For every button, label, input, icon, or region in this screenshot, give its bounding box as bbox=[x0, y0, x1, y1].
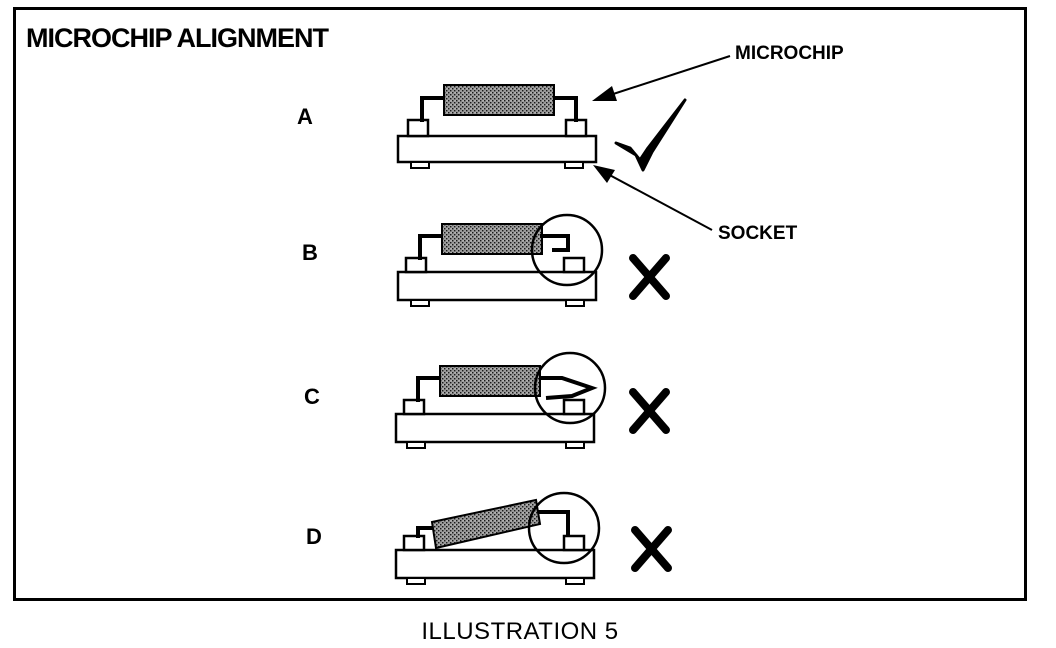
chip-pin bbox=[416, 376, 442, 402]
row-c-assembly bbox=[394, 351, 607, 449]
check-mark bbox=[614, 98, 687, 172]
row-label-c: C bbox=[304, 384, 320, 409]
detail-circle bbox=[527, 491, 601, 565]
microchip-label: MICROCHIP bbox=[735, 43, 844, 64]
socket-leader-arrow bbox=[593, 165, 713, 231]
socket-foot bbox=[565, 577, 585, 585]
socket-base bbox=[394, 412, 596, 444]
row-a-assembly bbox=[396, 84, 598, 169]
socket-contact bbox=[402, 398, 426, 416]
bent-pin bbox=[540, 234, 570, 252]
socket-foot bbox=[406, 577, 426, 585]
chip-pin bbox=[418, 234, 444, 260]
illustration-caption: ILLUSTRATION 5 bbox=[421, 618, 619, 645]
microchip-body bbox=[430, 498, 542, 550]
socket-contact bbox=[402, 534, 426, 552]
microchip-body bbox=[441, 223, 543, 255]
microchip-leader-arrow bbox=[592, 55, 731, 101]
socket-base bbox=[396, 134, 598, 164]
socket-foot bbox=[564, 161, 584, 169]
socket-contact bbox=[562, 398, 586, 416]
microchip-body bbox=[439, 365, 541, 397]
chip-pin bbox=[420, 96, 446, 122]
x-mark bbox=[631, 526, 672, 572]
row-b-assembly bbox=[396, 213, 604, 307]
socket-foot bbox=[410, 299, 430, 307]
socket-label: SOCKET bbox=[718, 223, 798, 244]
detail-circle bbox=[530, 213, 604, 287]
row-d-assembly bbox=[394, 491, 601, 585]
x-mark bbox=[629, 388, 670, 434]
row-label-a: A bbox=[297, 104, 313, 129]
socket-foot bbox=[565, 299, 585, 307]
socket-contact bbox=[564, 118, 588, 138]
diagram-frame bbox=[13, 7, 1027, 601]
socket-contact bbox=[562, 256, 586, 274]
microchip-body bbox=[443, 84, 555, 116]
chip-pin bbox=[416, 526, 434, 538]
detail-circle bbox=[533, 351, 607, 425]
socket-foot bbox=[410, 161, 430, 169]
socket-contact bbox=[562, 534, 586, 552]
bent-pin bbox=[538, 510, 570, 536]
diagram-title: MICROCHIP ALIGNMENT bbox=[26, 23, 329, 53]
row-label-b: B bbox=[302, 240, 318, 265]
socket-contact bbox=[404, 256, 428, 274]
x-mark bbox=[629, 254, 670, 300]
chip-pin bbox=[552, 96, 578, 122]
socket-foot bbox=[565, 441, 585, 449]
socket-contact bbox=[406, 118, 430, 138]
row-label-d: D bbox=[306, 524, 322, 549]
socket-foot bbox=[406, 441, 426, 449]
socket-base bbox=[394, 548, 596, 580]
bent-pin bbox=[540, 376, 598, 400]
